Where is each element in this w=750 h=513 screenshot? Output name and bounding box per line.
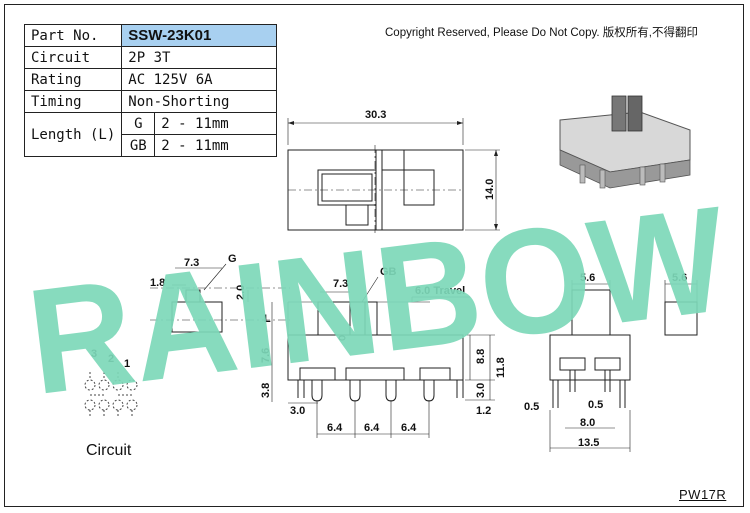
timing-label: Timing [23,90,123,113]
dim-right-height-2: 11.8 [495,357,507,378]
isometric-view [559,95,691,189]
circuit-pin-1: 1 [124,358,130,370]
dim-travel: 6.0 Travel [415,285,465,297]
dim-side-width: 13.5 [578,437,599,449]
top-view: 30.3 14.0 [287,109,500,235]
dim-body-height: 7.6 [260,348,272,363]
dim-l-label: L [264,313,271,325]
dim-pitch-2: 6.4 [364,422,380,434]
dim-g-label: G [228,253,237,265]
dim-g-height: 2.0 [235,285,247,300]
length-label: Length (L) [23,112,123,157]
dim-g-offset: 1.8 [150,277,165,289]
dim-top-width: 30.3 [365,109,386,121]
drawing-frame [4,4,744,507]
dim-gb-label: GB [380,266,397,278]
circuit-pin-3: 3 [91,348,97,360]
spec-row-part: Part No. SSW-23K01 [23,24,277,47]
dim-pitch-3: 6.4 [401,422,417,434]
end-view: 5.6 [664,272,698,336]
circuit-caption: Circuit [86,442,132,459]
length-gb-value: 2 - 11mm [154,134,277,157]
dim-side-knob: 5.6 [580,272,595,284]
rating-label: Rating [23,68,123,91]
dim-pin-height: 3.8 [260,383,272,398]
drawing-code: PW17R [679,487,727,502]
dim-side-pin-l: 0.5 [524,401,539,413]
dim-right-height-1: 8.8 [475,349,487,364]
front-view: 7.3 GB 6.0 Travel L 7.6 3.8 3.0 6.4 6.4 … [260,266,507,438]
rainbow-watermark: RAINBOW [20,174,736,426]
circuit-diagram: 3 2 1 [84,348,138,418]
length-g-code: G [121,112,156,135]
rating-value: AC 125V 6A [121,68,277,91]
spec-row-timing: Timing Non-Shorting [23,90,277,113]
dim-pitch-1: 6.4 [327,422,343,434]
dim-end-knob: 5.6 [672,272,687,284]
spec-row-length-gb: GB 2 - 11mm [25,134,277,157]
length-gb-code: GB [121,134,156,157]
side-view: 5.6 0.5 0.5 8.0 13.5 [524,272,631,452]
circuit-value: 2P 3T [121,46,277,69]
spec-row-rating: Rating AC 125V 6A [23,68,277,91]
dim-side-pin-r: 0.5 [588,399,603,411]
dim-g-width: 7.3 [184,257,199,269]
dim-right-offset: 1.2 [476,405,491,417]
spec-table: Part No. SSW-23K01 Circuit 2P 3T Rating … [23,24,277,157]
g-detail: 1.8 7.3 G 2.0 [150,253,290,333]
dim-right-pin: 3.0 [475,383,487,398]
spec-row-circuit: Circuit 2P 3T [23,46,277,69]
circuit-pin-2: 2 [108,353,114,365]
dim-side-inner: 8.0 [580,417,595,429]
dim-gb-width: 7.3 [333,278,348,290]
copyright-notice: Copyright Reserved, Please Do Not Copy. … [385,27,698,39]
dim-pin-offset: 3.0 [290,405,305,417]
dim-top-height: 14.0 [484,179,496,200]
